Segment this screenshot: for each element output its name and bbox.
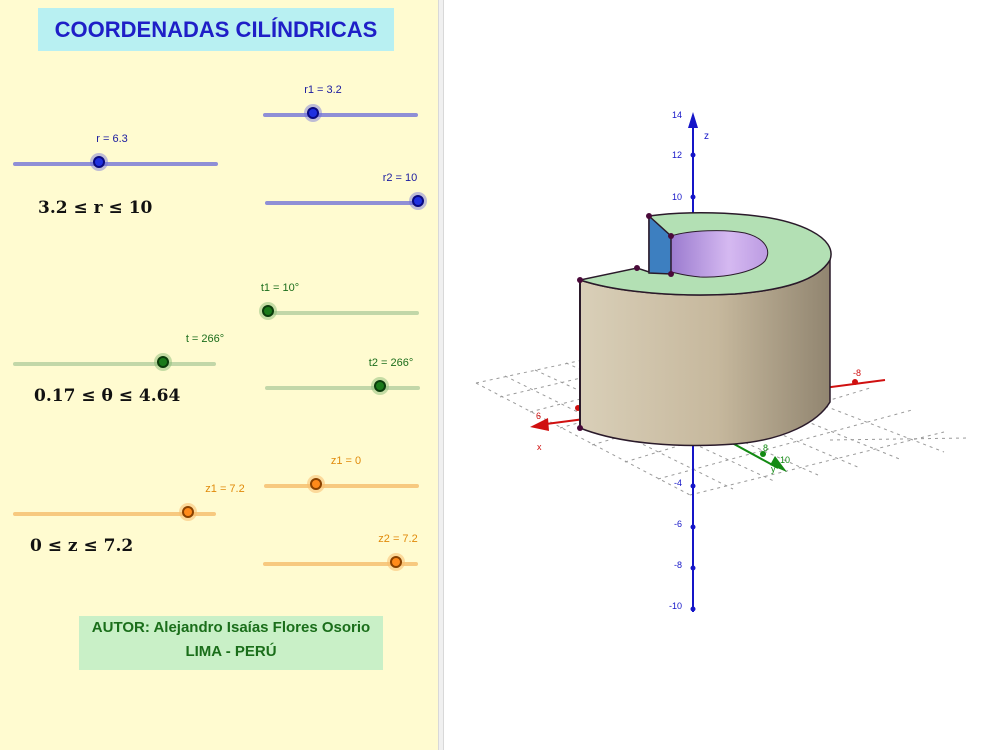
slider-t2-label: t2 = 266°	[368, 357, 414, 369]
slider-t1-label: t1 = 10°	[260, 282, 300, 294]
slider-r2-label: r2 = 10	[382, 172, 418, 184]
slider-t-track[interactable]	[13, 362, 216, 366]
slider-r1-label: r1 = 3.2	[304, 84, 342, 96]
author-name: AUTOR: Alejandro Isaías Flores Osorio	[91, 619, 371, 636]
slider-r1[interactable]: r1 = 3.2	[263, 84, 418, 126]
slider-z2-label: z2 = 7.2	[378, 533, 418, 545]
solid-inner-surface	[670, 230, 769, 278]
slider-z2-thumb[interactable]	[390, 556, 403, 568]
slider-r-track[interactable]	[13, 162, 218, 166]
slider-r-label: r = 6.3	[96, 133, 128, 145]
z-tick-10: 10	[672, 192, 682, 202]
slider-r2-thumb[interactable]	[412, 195, 424, 207]
slider-r1-thumb[interactable]	[306, 107, 319, 119]
page-title: COORDENADAS CILÍNDRICAS	[38, 8, 394, 51]
x-tick-label: 6	[536, 411, 541, 421]
slider-t2[interactable]: t2 = 266°	[265, 357, 420, 399]
z-tick-12: 12	[672, 150, 682, 160]
slider-t[interactable]: t = 266°	[13, 333, 224, 375]
y-tick-8: 8	[763, 443, 768, 453]
slider-z1-track[interactable]	[264, 484, 419, 488]
z-tick-neg8: -8	[674, 560, 682, 570]
author-box: AUTOR: Alejandro Isaías Flores Osorio LI…	[79, 616, 383, 670]
slider-z2-track[interactable]	[263, 562, 418, 566]
slider-z2[interactable]: z2 = 7.2	[263, 533, 418, 575]
slider-t2-track[interactable]	[265, 386, 420, 390]
algebra-panel: COORDENADAS CILÍNDRICAS r1 = 3.2 r = 6.3…	[0, 0, 438, 750]
slider-r-thumb[interactable]	[93, 156, 106, 168]
slider-t1-track[interactable]	[264, 311, 419, 315]
author-location: LIMA - PERÚ	[185, 643, 277, 660]
z-tick-neg4: -4	[674, 478, 682, 488]
slider-t1-thumb[interactable]	[262, 305, 275, 317]
y-axis-label: y	[771, 464, 776, 474]
slider-t-label: t = 266°	[185, 333, 225, 345]
slider-z1-thumb[interactable]	[309, 478, 322, 490]
slider-r[interactable]: r = 6.3	[13, 133, 218, 175]
slider-z1-label: z1 = 0	[330, 455, 362, 467]
slider-z[interactable]: z1 = 7.2	[13, 483, 245, 525]
cylindrical-solid[interactable]	[577, 212, 832, 447]
panel-divider[interactable]	[438, 0, 444, 750]
z-inequality: 0 ≤ z ≤ 7.2	[30, 536, 134, 556]
r-inequality: 3.2 ≤ r ≤ 10	[38, 198, 153, 218]
slider-z1[interactable]: z1 = 0	[264, 455, 419, 497]
3d-canvas[interactable]: x 6 -8 10 8 y z 14 12 10 -4 -6 -8 -10	[444, 0, 1000, 750]
slider-z-thumb[interactable]	[181, 506, 194, 518]
slider-t1[interactable]: t1 = 10°	[261, 282, 419, 324]
x-axis-label: x	[537, 442, 542, 452]
theta-inequality: 0.17 ≤ θ ≤ 4.64	[34, 386, 181, 406]
slider-r1-track[interactable]	[263, 113, 418, 117]
graphics-3d-view[interactable]: x 6 -8 10 8 y z 14 12 10 -4 -6 -8 -10	[444, 0, 1000, 750]
y-tick-10: 10	[780, 455, 790, 465]
slider-t-thumb[interactable]	[156, 356, 169, 368]
slider-z-label: z1 = 7.2	[205, 483, 245, 495]
slider-r2[interactable]: r2 = 10	[265, 172, 424, 214]
z-axis-label: z	[704, 131, 709, 142]
slider-z-track[interactable]	[13, 512, 216, 516]
slider-r2-track[interactable]	[265, 201, 418, 205]
y-tick-neg8: -8	[853, 368, 861, 378]
z-tick-neg6: -6	[674, 519, 682, 529]
slider-t2-thumb[interactable]	[373, 380, 386, 392]
z-tick-14: 14	[672, 110, 682, 120]
z-tick-neg10: -10	[669, 601, 682, 611]
